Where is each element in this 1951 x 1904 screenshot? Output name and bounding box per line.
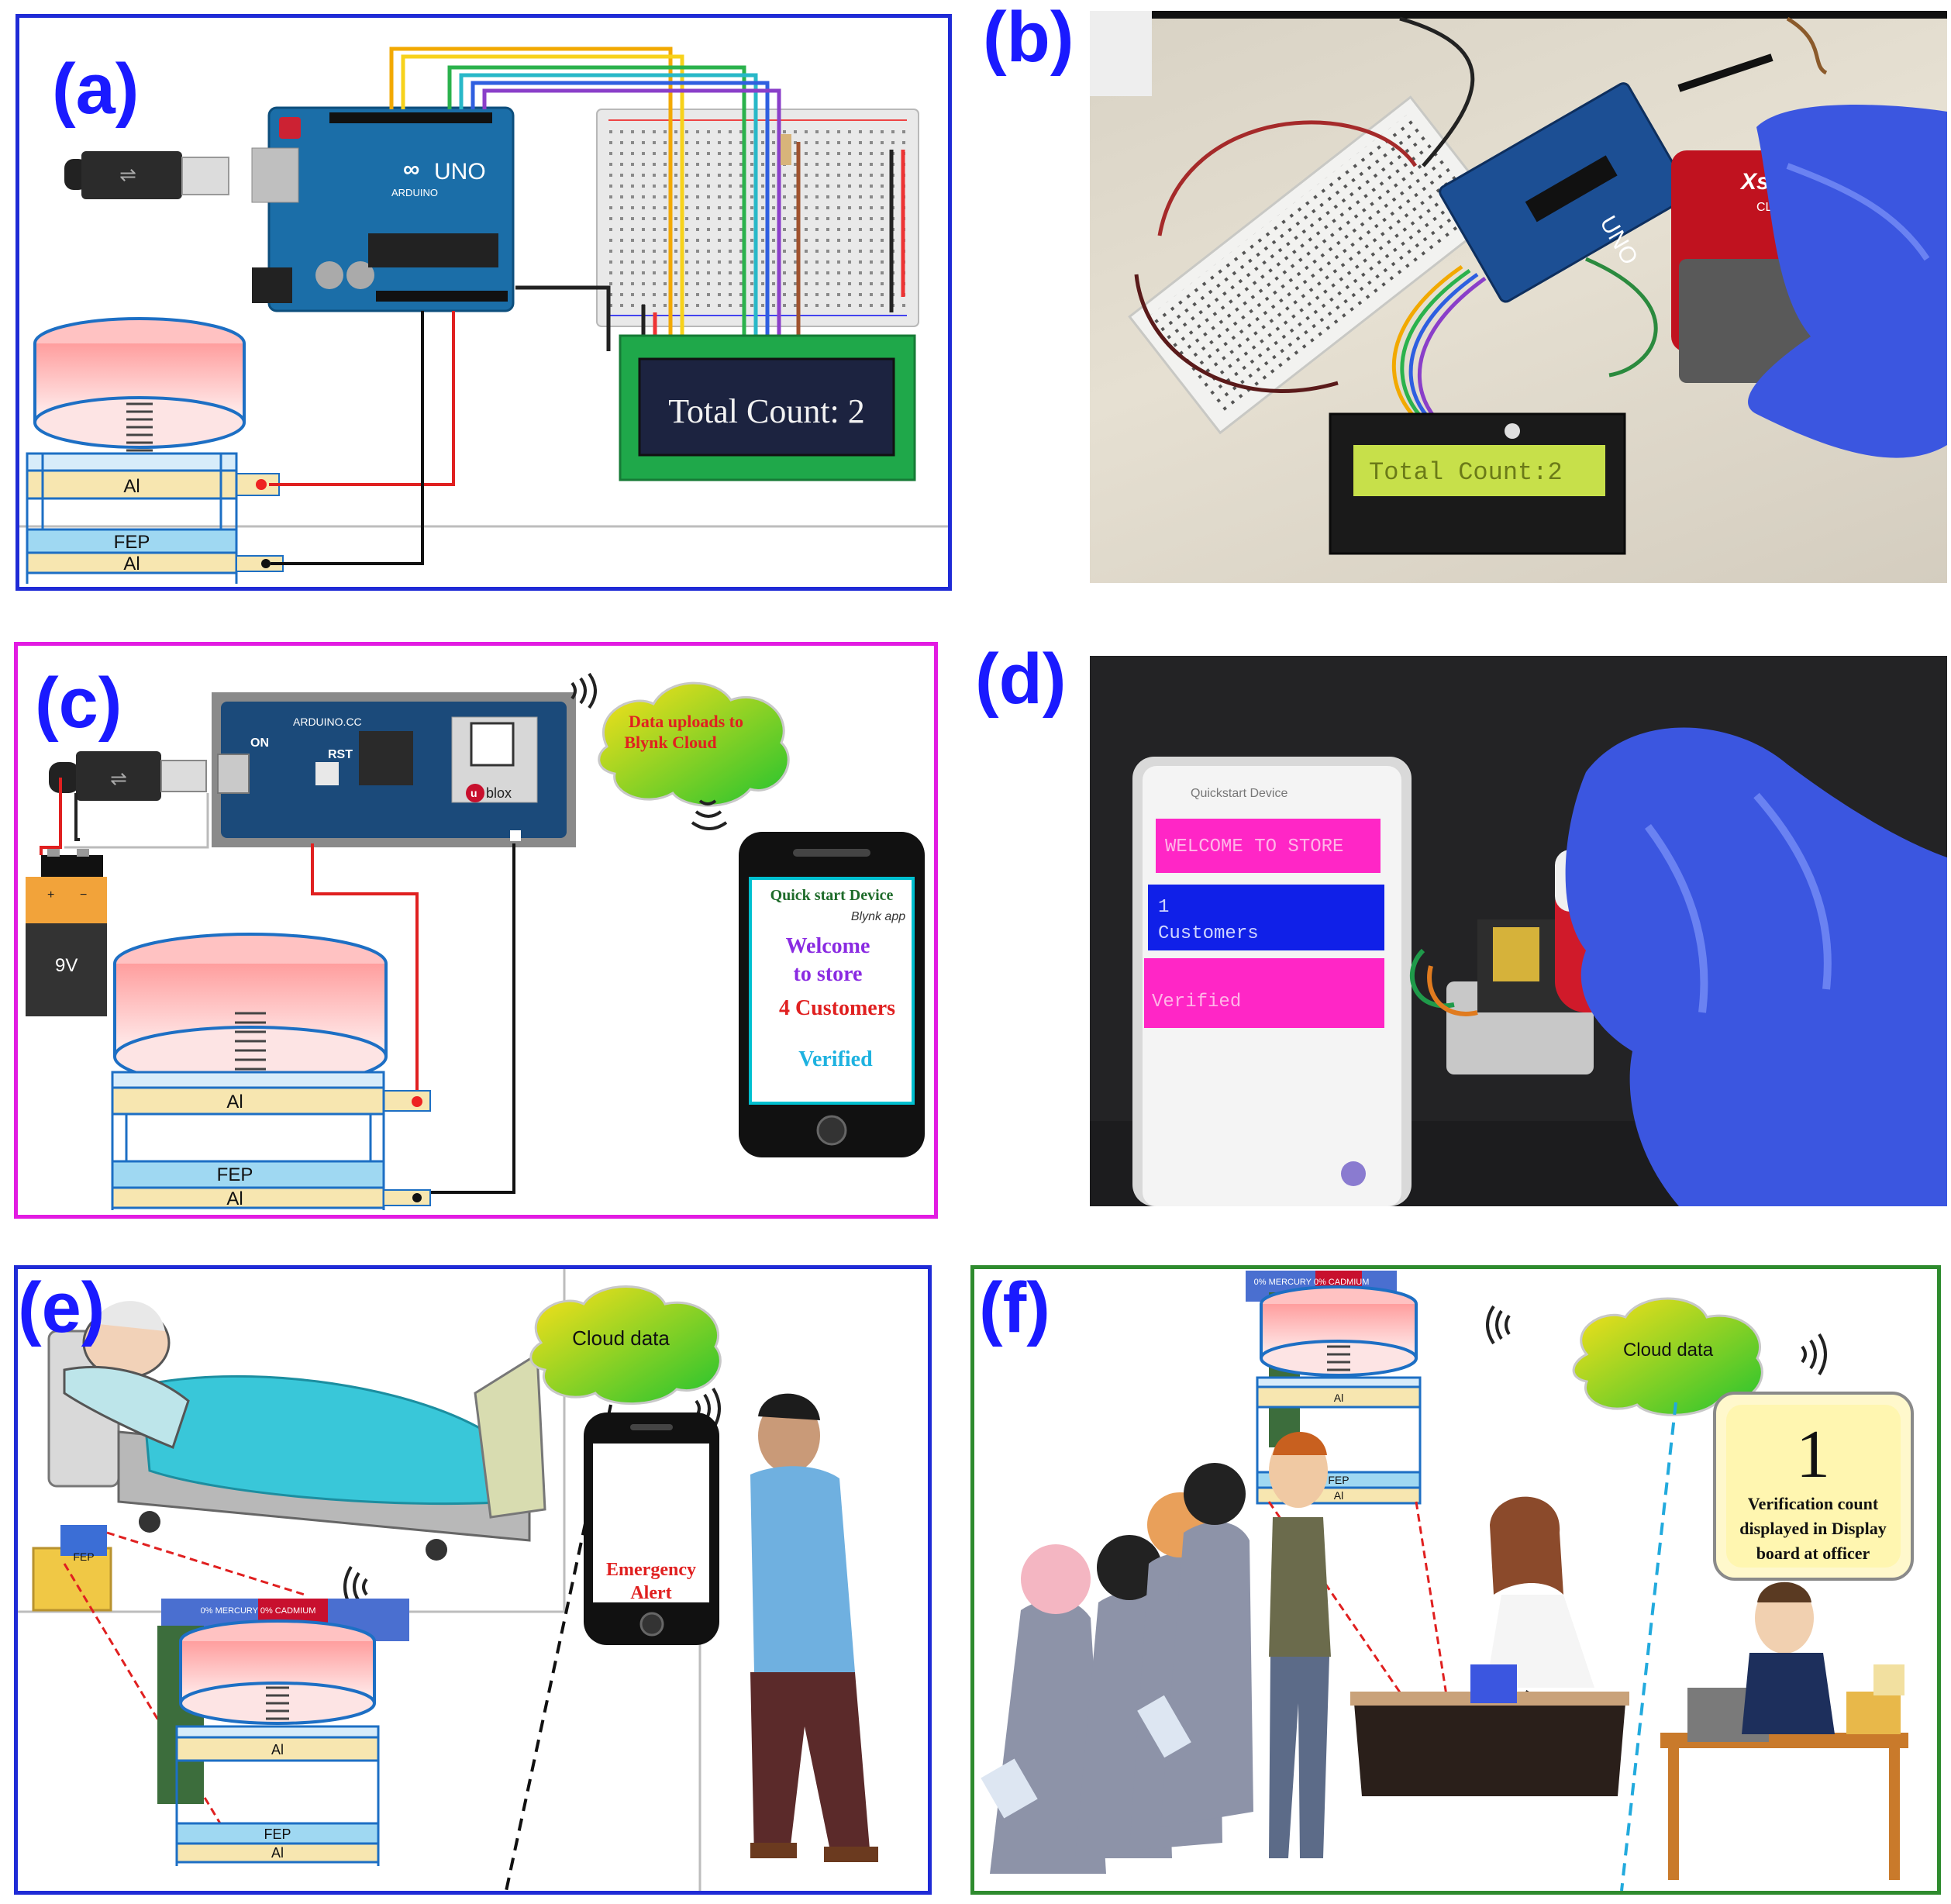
panel-b-photo: UNO Xstam CLASSI Total C <box>1090 11 1947 583</box>
teng-sensor-zoom: 0% MERCURY 0% CADMIUM Al FEP Al <box>157 1599 409 1866</box>
svg-text:Alert: Alert <box>630 1583 671 1603</box>
panel-d-photo: Quickstart Device WELCOME TO STORE 1 Cus… <box>1090 656 1947 1206</box>
svg-text:board at officer: board at officer <box>1756 1544 1870 1563</box>
panel-a-label: (a) <box>52 50 140 129</box>
svg-text:ON: ON <box>250 736 269 750</box>
panel-a: ⇌ ∞ UNO ARDUINO <box>16 14 952 591</box>
svg-text:Verified: Verified <box>798 1047 873 1071</box>
hospital-bed-illustration <box>47 1301 546 1561</box>
panel-e: FEP Cloud data Emergency Alert <box>14 1265 932 1895</box>
smartphone-icon: Quick start Device Blynk app Welcome to … <box>739 832 925 1157</box>
svg-text:ARDUINO: ARDUINO <box>391 187 438 198</box>
panel-b-label: (b) <box>983 0 1074 77</box>
display-board: 1 Verification count displayed in Displa… <box>1713 1392 1914 1581</box>
lcd-display: Total Count:2 <box>1329 412 1626 555</box>
panel-f-label: (f) <box>979 1268 1050 1347</box>
man-with-phone-illustration <box>750 1393 878 1862</box>
svg-text:Verified: Verified <box>1152 992 1241 1012</box>
svg-text:FEP: FEP <box>1328 1474 1349 1486</box>
lcd-display: Total Count: 2 <box>619 334 916 481</box>
svg-text:Al: Al <box>271 1742 284 1757</box>
svg-text:1: 1 <box>1158 897 1169 918</box>
svg-text:displayed in Display: displayed in Display <box>1739 1519 1887 1538</box>
svg-text:Data uploads to: Data uploads to <box>629 712 743 731</box>
panel-d-label: (d) <box>975 640 1067 719</box>
svg-text:u: u <box>471 787 477 799</box>
svg-text:1: 1 <box>1796 1417 1830 1492</box>
svg-text:RST: RST <box>328 748 353 761</box>
panel-e-scene: FEP Cloud data Emergency Alert <box>18 1269 878 1891</box>
panel-c-circuit: ⇌ ARDUINO.CC ON RST u blox <box>26 672 925 1210</box>
svg-text:Al: Al <box>123 554 140 574</box>
blue-glove <box>1748 105 1947 458</box>
teng-sensor: Al FEP Al <box>111 933 431 1210</box>
svg-text:Al: Al <box>226 1188 243 1209</box>
manager-at-desk-illustration <box>1660 1581 1908 1880</box>
svg-text:0% MERCURY 0% CADMIUM: 0% MERCURY 0% CADMIUM <box>1254 1278 1370 1287</box>
arduino-uno-board: ∞ UNO ARDUINO <box>251 106 515 312</box>
signal-waves-icon <box>570 672 728 830</box>
svg-text:∞: ∞ <box>403 157 419 182</box>
cloud-icon: Cloud data <box>1572 1297 1763 1416</box>
svg-text:Emergency: Emergency <box>606 1560 696 1580</box>
usb-cable-icon: ⇌ <box>49 751 207 801</box>
svg-text:Customers: Customers <box>1158 923 1259 944</box>
panel-f: 0% MERCURY 0% CADMIUM Al FEP Al Cloud da… <box>970 1265 1941 1895</box>
svg-text:Al: Al <box>1334 1392 1343 1404</box>
cloud-icon: Data uploads to Blynk Cloud <box>598 681 790 807</box>
arduino-uno-board: UNO <box>1439 82 1691 303</box>
teng-sensor: Al FEP Al <box>26 317 284 584</box>
svg-text:Quickstart Device: Quickstart Device <box>1191 787 1287 800</box>
svg-text:UNO: UNO <box>434 159 486 185</box>
svg-text:Cloud data: Cloud data <box>1623 1340 1714 1361</box>
panel-a-circuit: ⇌ ∞ UNO ARDUINO <box>19 47 948 584</box>
svg-text:Al: Al <box>271 1845 284 1861</box>
cloud-icon: Cloud data <box>529 1285 722 1406</box>
breadboard <box>1128 95 1503 435</box>
svg-text:Blynk Cloud: Blynk Cloud <box>624 733 716 752</box>
smartphone-icon: Emergency Alert <box>584 1412 719 1645</box>
svg-text:FEP: FEP <box>114 532 150 553</box>
svg-text:Al: Al <box>1334 1489 1343 1502</box>
svg-text:9V: 9V <box>55 955 78 976</box>
svg-text:4 Customers: 4 Customers <box>779 996 895 1020</box>
officer-desk-illustration <box>1350 1496 1629 1796</box>
svg-text:Al: Al <box>226 1092 243 1112</box>
svg-text:Verification count: Verification count <box>1748 1494 1879 1513</box>
svg-text:⇌: ⇌ <box>110 767 127 790</box>
panel-c-label: (c) <box>35 664 122 743</box>
panel-c: ⇌ ARDUINO.CC ON RST u blox <box>14 642 938 1219</box>
svg-text:Total Count: 2: Total Count: 2 <box>668 392 865 430</box>
svg-text:ARDUINO.CC: ARDUINO.CC <box>293 716 362 728</box>
arduino-nano-iot-board: ARDUINO.CC ON RST u blox <box>212 692 576 847</box>
svg-text:to store: to store <box>794 962 863 986</box>
svg-text:⇌: ⇌ <box>119 163 136 186</box>
boy-illustration <box>1269 1432 1331 1858</box>
svg-text:WELCOME TO STORE: WELCOME TO STORE <box>1165 836 1343 857</box>
students-illustration <box>981 1463 1253 1874</box>
svg-text:Welcome: Welcome <box>786 934 870 958</box>
svg-text:FEP: FEP <box>73 1550 94 1563</box>
svg-text:Al: Al <box>123 476 140 497</box>
small-sensor-box: FEP <box>32 1525 112 1612</box>
usb-cable-icon: ⇌ <box>64 151 229 199</box>
svg-text:Quick start Device: Quick start Device <box>770 887 894 904</box>
svg-text:FEP: FEP <box>217 1164 253 1185</box>
svg-text:0% MERCURY 0% CADMIUM: 0% MERCURY 0% CADMIUM <box>201 1606 316 1616</box>
panel-f-scene: 0% MERCURY 0% CADMIUM Al FEP Al Cloud da… <box>981 1271 1914 1891</box>
svg-text:+: + <box>47 888 54 902</box>
smartphone-photo: Quickstart Device WELCOME TO STORE 1 Cus… <box>1132 757 1412 1206</box>
battery-9v-icon: 9V + − <box>26 849 107 1016</box>
svg-text:blox: blox <box>486 785 512 801</box>
svg-text:FEP: FEP <box>264 1826 291 1842</box>
svg-text:−: − <box>80 888 87 902</box>
svg-text:Total Count:2: Total Count:2 <box>1369 458 1563 487</box>
panel-e-label: (e) <box>18 1268 105 1347</box>
svg-text:Cloud data: Cloud data <box>572 1326 670 1350</box>
svg-text:Blynk app: Blynk app <box>851 910 905 923</box>
